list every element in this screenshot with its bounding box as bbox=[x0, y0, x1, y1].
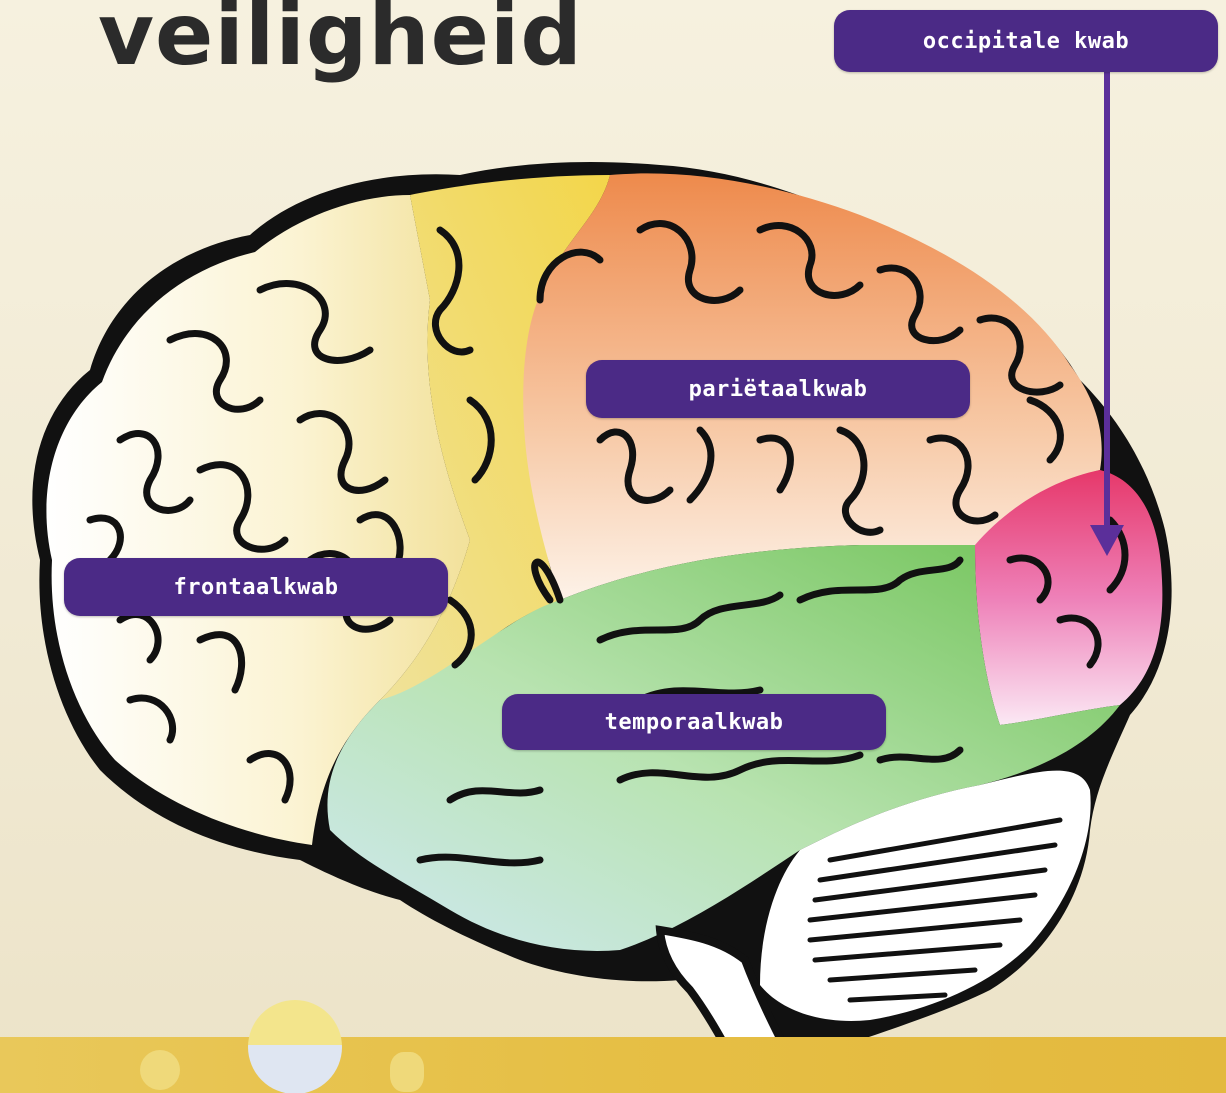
parietal-lobe-label: pariëtaalkwab bbox=[586, 360, 970, 418]
temporal-lobe-label: temporaalkwab bbox=[502, 694, 886, 750]
decorative-dot-icon bbox=[390, 1052, 424, 1092]
footer-decoration-band bbox=[0, 1037, 1226, 1093]
decorative-circle-icon bbox=[248, 1000, 342, 1093]
occipital-lobe-label: occipitale kwab bbox=[834, 10, 1218, 72]
frontal-lobe-label: frontaalkwab bbox=[64, 558, 448, 616]
decorative-dot-icon bbox=[140, 1050, 180, 1090]
